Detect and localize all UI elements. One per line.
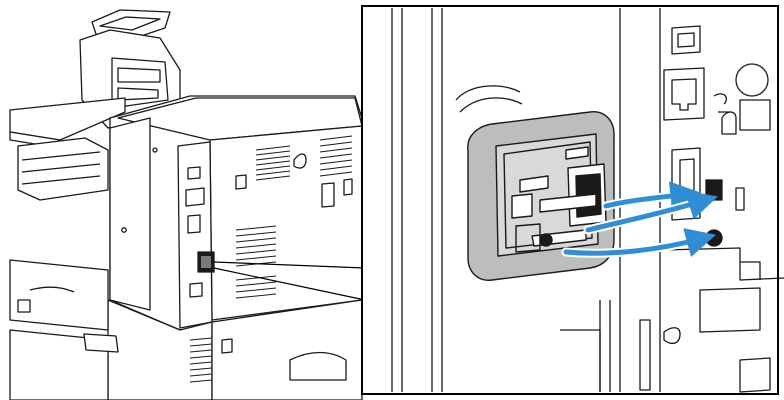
paper-tray-1 — [9, 259, 109, 331]
printer-overview — [9, 9, 366, 400]
printer-top-cover — [117, 97, 363, 141]
printer-upper-slot-2 — [117, 87, 159, 101]
output-tray-lines — [21, 151, 101, 185]
paper-tray-2-handle — [83, 333, 119, 353]
paper-tray-2 — [9, 329, 109, 400]
adapter-lower-connector — [539, 233, 553, 247]
adapter-label-strip — [565, 146, 589, 160]
inset-top-port-inner — [677, 32, 695, 48]
connector-port-2 — [185, 187, 205, 207]
vent-grille-upper — [255, 145, 291, 181]
left-side-dot — [121, 227, 127, 233]
rear-oval — [293, 153, 307, 169]
lower-vent — [189, 337, 213, 383]
adapter-clip — [511, 193, 533, 219]
inset-lower-notch — [740, 261, 761, 280]
paper-tray-1-handle — [29, 286, 75, 293]
adapter-face-border — [503, 141, 593, 249]
output-tray-stack — [17, 137, 109, 201]
output-tray — [9, 97, 126, 141]
insertion-arrow-2 — [583, 190, 718, 235]
inset-ethernet-jack — [671, 78, 697, 111]
printer-upper-face — [111, 57, 169, 109]
inset-bottom-step — [560, 329, 601, 392]
rear-handle-2 — [343, 178, 353, 196]
inset-bottom-oval — [663, 327, 681, 345]
connector-port-4 — [189, 282, 203, 298]
callout-inset — [361, 5, 784, 395]
inset-lock-symbol — [721, 111, 737, 135]
printer-upper-slot — [117, 67, 161, 83]
inset-knob-base — [739, 99, 771, 131]
inset-round-knob — [735, 63, 769, 97]
adapter-clip-arm — [519, 175, 549, 193]
rear-handle — [321, 182, 335, 208]
vent-grille-middle — [235, 225, 277, 267]
rear-latch — [235, 174, 247, 190]
adapter-lower-frame — [515, 223, 541, 253]
inset-curved-bracket — [455, 85, 521, 101]
left-side-dot-2 — [152, 147, 158, 153]
inset-indicator — [735, 187, 745, 211]
vent-grille-right — [319, 135, 353, 177]
connector-port-1 — [187, 166, 201, 180]
installed-adapter-small-face — [201, 256, 211, 268]
vent-grille-lower — [235, 275, 277, 299]
cabinet-knob — [221, 338, 233, 354]
inset-top-port — [671, 25, 701, 55]
tray-tab — [17, 299, 31, 313]
insertion-arrow-1 — [601, 181, 701, 212]
connector-port-3 — [187, 214, 201, 234]
adapter-middle-prong — [539, 193, 597, 213]
inset-lower-box — [699, 287, 761, 333]
wireless-adapter — [467, 111, 615, 281]
insertion-arrows — [561, 181, 718, 258]
printer-left-side — [109, 117, 151, 311]
inset-bottom-tab — [739, 357, 771, 393]
insertion-arrow-3 — [561, 228, 717, 258]
callout-leader-lines — [213, 261, 366, 301]
inset-curved-bracket-2 — [459, 97, 523, 113]
inset-bottom-slot — [639, 319, 651, 391]
printer-top-handle-inner — [99, 16, 161, 31]
cabinet-handle — [289, 351, 347, 381]
